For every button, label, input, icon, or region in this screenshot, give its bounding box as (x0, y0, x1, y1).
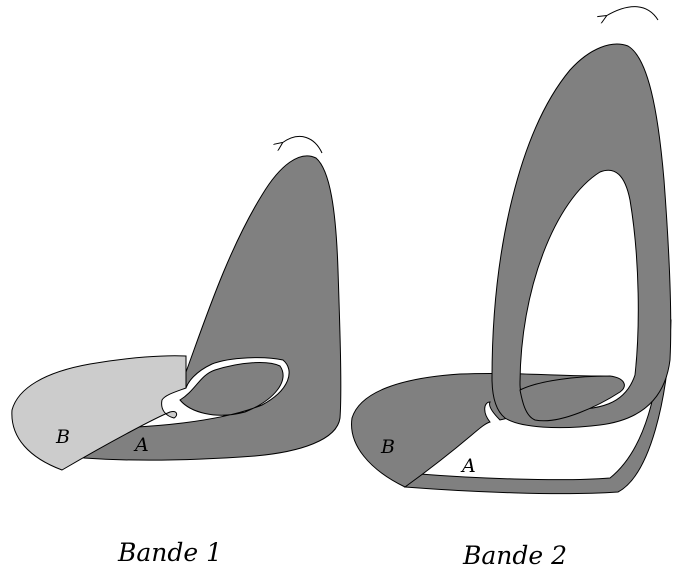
band-1-dark-loop (83, 155, 342, 461)
band-1: B A (11, 135, 342, 471)
band-2-caption: Bande 2 (462, 541, 567, 569)
band-1-curved-arrow-icon (282, 135, 323, 154)
band-2-crossing-tongue (519, 375, 625, 422)
band-1-point-b: B (55, 426, 70, 448)
band-1-light-band (11, 355, 187, 471)
band-2: B A (351, 6, 672, 495)
band-2-curved-arrow-icon (606, 6, 659, 20)
band-2-tall-loop (491, 43, 672, 429)
band-2-point-a: A (460, 455, 476, 477)
band-1-point-a: A (133, 434, 149, 456)
band-1-caption: Bande 1 (117, 538, 222, 567)
band-2-point-b: B (380, 436, 395, 458)
